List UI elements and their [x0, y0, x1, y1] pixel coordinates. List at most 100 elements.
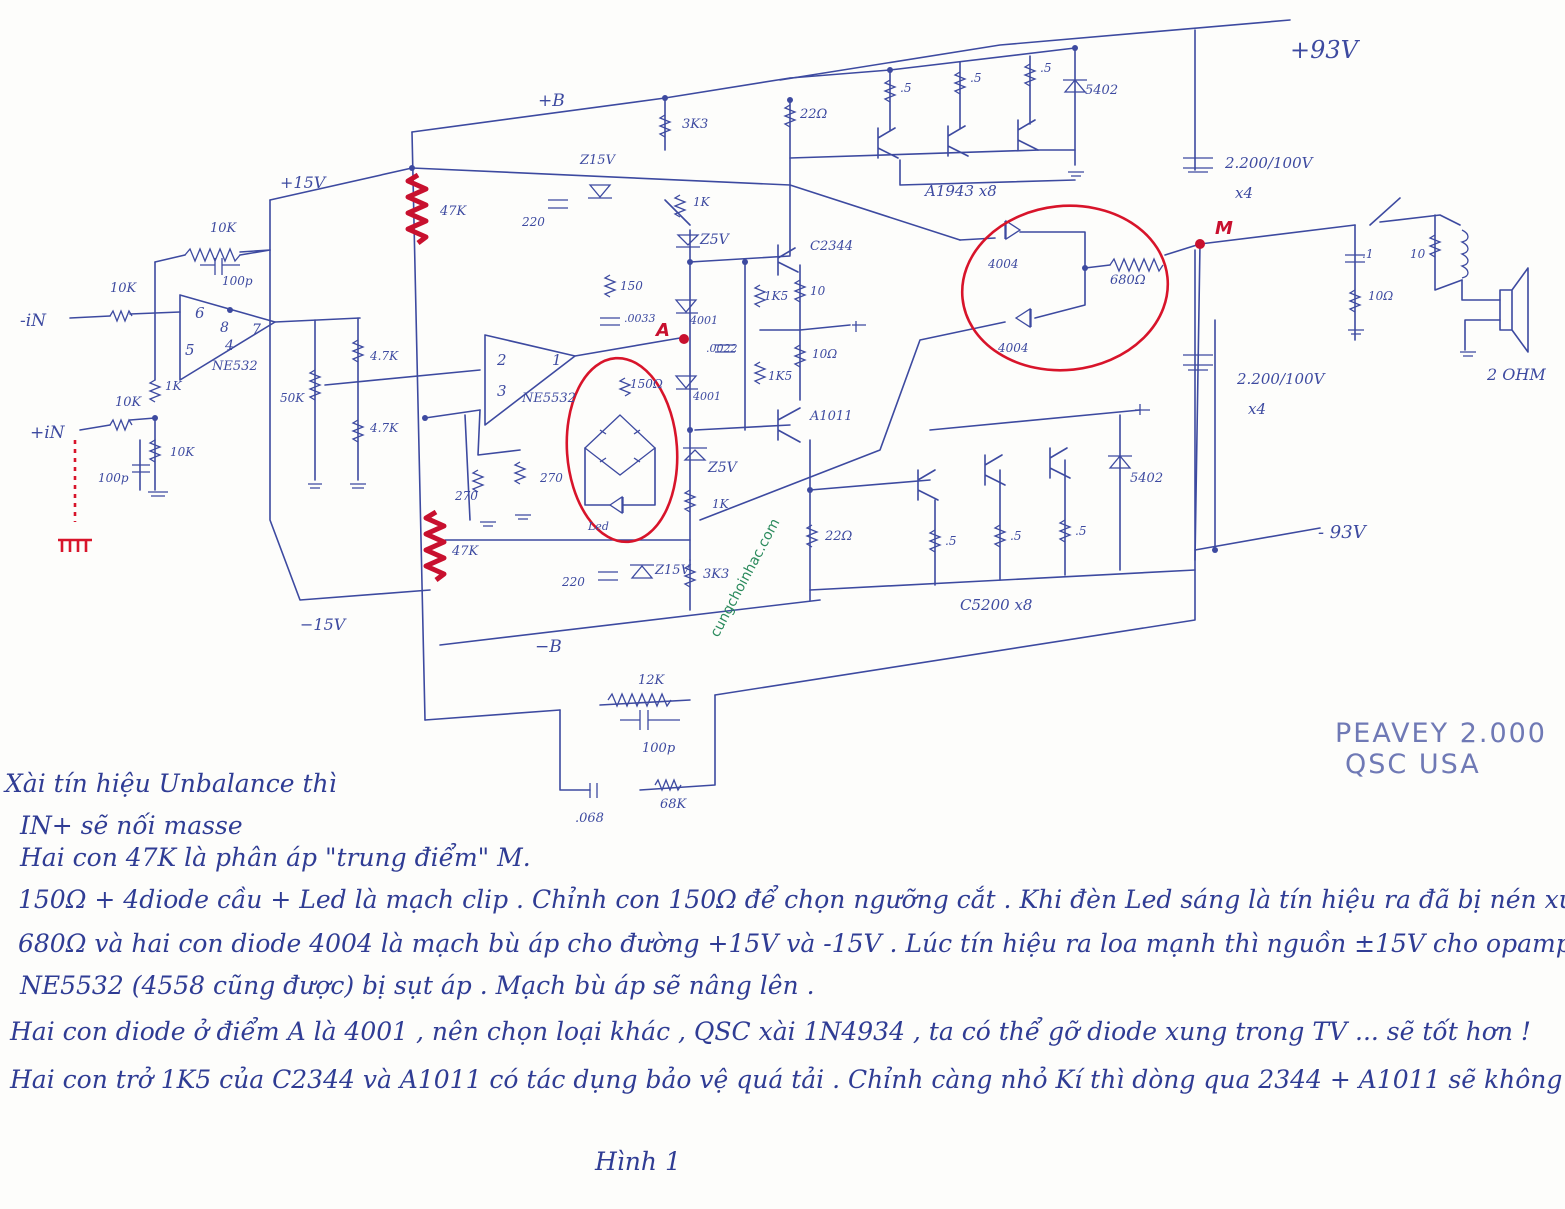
resistor-10-coil: [1428, 234, 1442, 258]
svg-text:4001: 4001: [689, 314, 718, 327]
svg-text:4001: 4001: [692, 390, 721, 403]
capacitor-100p-in: [132, 464, 150, 473]
label-minus15: −15V: [300, 615, 347, 634]
resistor-22-bottom: [805, 524, 819, 548]
transistor-c2344: [777, 244, 799, 276]
svg-text:.1: .1: [1362, 247, 1373, 261]
svg-text:6: 6: [195, 304, 205, 322]
label-pos-rail: +93V: [1290, 36, 1361, 64]
svg-text:2: 2: [496, 351, 507, 369]
capacitor-068: [589, 783, 598, 798]
figure-caption: Hình 1: [594, 1147, 681, 1176]
capacitor-2200-top: [1183, 157, 1213, 173]
svg-text:Z5V: Z5V: [707, 460, 739, 476]
capacitor-220-bottom: [598, 571, 618, 581]
transistor-a1943-3: [1017, 119, 1039, 151]
potentiometer-50k: [308, 369, 322, 401]
svg-text:10K: 10K: [210, 221, 238, 236]
transistor-c5200-2: [984, 454, 1006, 486]
diode-5402-bottom: [1108, 454, 1132, 469]
svg-text:100p: 100p: [222, 274, 253, 288]
label-c2344: C2344: [810, 239, 853, 254]
resistor-270-a: [471, 469, 485, 493]
svg-text:12K: 12K: [638, 673, 666, 688]
svg-text:.5: .5: [900, 81, 911, 95]
svg-text:47K: 47K: [451, 544, 480, 559]
output-switch: [1369, 197, 1401, 226]
capacitor-0022: [715, 344, 735, 353]
label-plus15: +15V: [280, 173, 327, 192]
capacitor-feedback-1: [200, 258, 240, 275]
note-1: Xài tín hiệu Unbalance thì: [3, 769, 337, 798]
capacitor-220-top: [548, 199, 568, 209]
svg-text:5402: 5402: [1085, 83, 1118, 98]
note-5: 680Ω và hai con diode 4004 là mạch bù áp…: [18, 929, 1565, 958]
svg-text:.5: .5: [970, 71, 981, 85]
svg-text:10Ω: 10Ω: [1368, 289, 1393, 303]
svg-text:4.7K: 4.7K: [369, 349, 399, 363]
resistor-150-clip: [618, 377, 632, 397]
resistor-47k-top: [405, 172, 429, 245]
resistor-68k: [654, 778, 682, 792]
resistor-680: [1109, 257, 1164, 273]
label-in-minus: -iN: [20, 311, 47, 331]
led-icon: [608, 495, 624, 515]
node-a-dot: [679, 334, 689, 344]
svg-text:3K3: 3K3: [703, 567, 729, 582]
note-6: NE5532 (4558 cũng được) bị sụt áp . Mạch…: [19, 971, 815, 1000]
zener-z5-bottom: [683, 447, 707, 461]
svg-text:1K: 1K: [165, 379, 183, 393]
label-neg-rail: - 93V: [1318, 522, 1368, 543]
capacitor-01: [1345, 254, 1365, 263]
svg-text:220: 220: [521, 215, 545, 229]
capacitor-0033: [600, 317, 620, 326]
svg-text:.5: .5: [1040, 61, 1051, 75]
notes-block: Xài tín hiệu Unbalance thì IN+ sẽ nối ma…: [3, 769, 1565, 1176]
label-plus-b: +B: [538, 91, 565, 111]
diode-4001-top: [674, 299, 698, 314]
svg-text:1: 1: [552, 351, 562, 369]
node-m-dot: [1195, 239, 1205, 249]
svg-text:.0033: .0033: [624, 312, 656, 325]
label-load: 2 OHM: [1486, 365, 1546, 384]
resistor-05-bottom-2: [993, 524, 1007, 548]
diode-5402-top: [1063, 78, 1087, 93]
svg-text:150: 150: [620, 279, 643, 293]
svg-text:1K: 1K: [712, 497, 730, 511]
resistor-22-top: [783, 104, 797, 128]
svg-text:Led: Led: [587, 520, 609, 533]
resistor-10-a: [793, 279, 807, 303]
svg-text:.5: .5: [1075, 524, 1086, 538]
diode-bridge: [583, 414, 657, 476]
resistor-47k-bottom: [423, 509, 447, 582]
capacitor-2200-bottom: [1183, 354, 1213, 371]
transistor-c5200-1: [917, 469, 939, 501]
svg-text:150Ω: 150Ω: [630, 377, 663, 391]
resistor-05-bottom-1: [928, 529, 942, 553]
svg-text:2.200/100V: 2.200/100V: [1224, 154, 1315, 172]
svg-text:5402: 5402: [1130, 471, 1163, 486]
marker-m: M: [1215, 218, 1233, 239]
resistor-05-bottom-3: [1058, 519, 1072, 543]
svg-text:10Ω: 10Ω: [812, 347, 837, 361]
resistor-150: [603, 274, 617, 298]
resistor-1k5-b: [753, 361, 767, 385]
zener-z5-top: [676, 234, 700, 248]
compensation-circuit-highlight: [960, 204, 1170, 372]
resistor-1k: [148, 379, 162, 403]
svg-text:2.200/100V: 2.200/100V: [1236, 370, 1327, 388]
svg-text:7: 7: [252, 322, 261, 338]
label-c5200: C5200 x8: [960, 596, 1032, 614]
svg-text:1K5: 1K5: [768, 369, 792, 383]
svg-text:x4: x4: [1248, 400, 1266, 418]
clip-circuit-highlight: [565, 356, 679, 544]
diode-4004-bottom: [1014, 307, 1032, 329]
svg-text:22Ω: 22Ω: [824, 529, 853, 544]
svg-text:.5: .5: [1010, 529, 1021, 543]
transistor-a1011: [777, 407, 801, 443]
svg-text:10K: 10K: [110, 281, 138, 296]
zener-z15-bottom: [630, 564, 654, 579]
diode-4001-bottom: [674, 375, 698, 390]
